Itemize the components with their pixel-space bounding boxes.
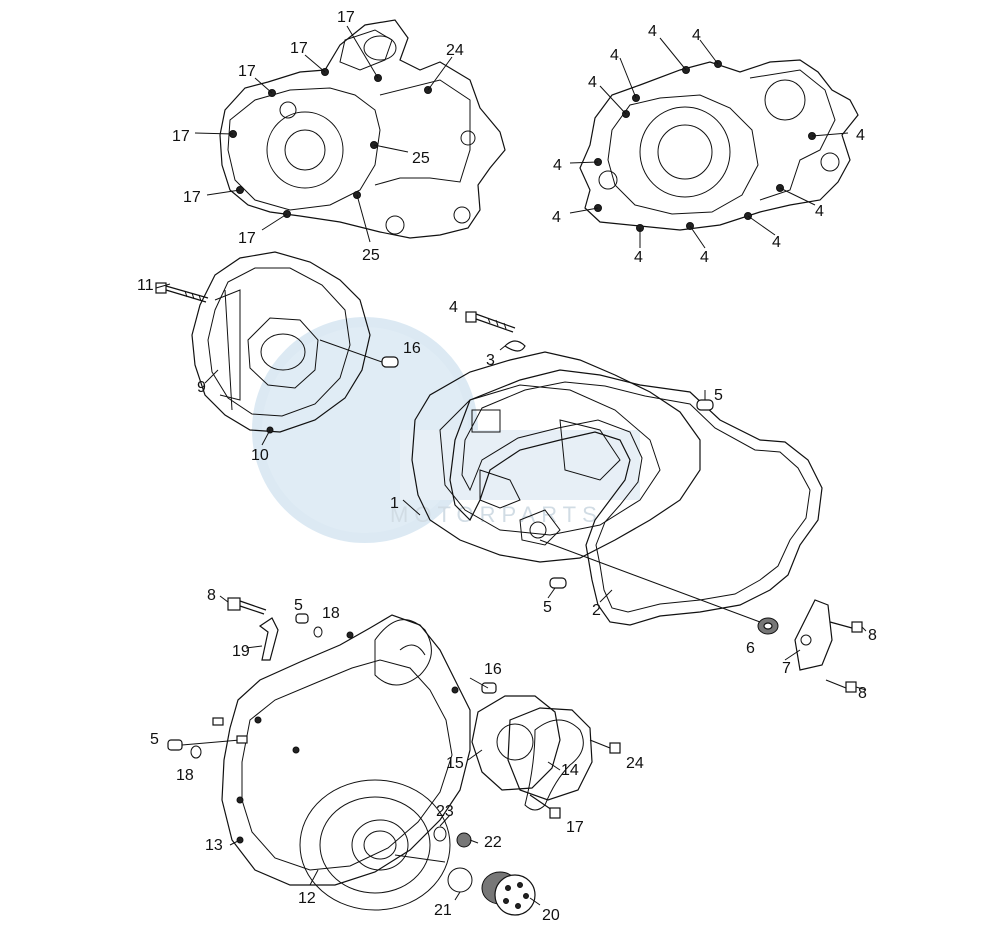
callout-17: 17 [337,9,355,26]
callout-8: 8 [868,627,877,644]
oring-18-b [190,745,202,759]
callout-13: 13 [205,837,223,854]
callout-4: 4 [553,157,562,174]
callout-4: 4 [815,203,824,220]
dowel-5-c [295,613,309,624]
bolt-11 [155,282,209,303]
callout-20: 20 [542,907,560,924]
pump-cover-14 [507,707,593,811]
callout-labels: 17 17 17 17 17 17 24 25 25 4 4 4 4 4 4 4… [137,9,877,924]
bolt-4 [465,311,516,333]
callout-8: 8 [858,685,867,702]
callout-4: 4 [610,47,619,64]
callout-17: 17 [566,819,584,836]
callout-9: 9 [197,379,206,396]
callout-11: 11 [137,277,154,294]
callout-5: 5 [150,731,159,748]
callout-24: 24 [446,42,464,59]
callout-4: 4 [648,23,657,40]
plate-7 [794,599,833,671]
callout-18: 18 [176,767,194,784]
callout-12: 12 [298,890,316,907]
callout-4: 4 [449,299,458,316]
bolt-holes [594,60,816,232]
callout-8: 8 [207,587,216,604]
callout-4: 4 [692,27,701,44]
generator-cover [221,614,471,911]
callout-17: 17 [238,230,256,247]
callout-19: 19 [232,643,250,660]
crankcase-center [411,351,701,563]
dowel-16-lower [481,682,497,694]
plug-22 [456,832,472,848]
dowel-16-upper [319,339,399,368]
bolt-8-b [825,679,857,693]
callout-17: 17 [183,189,201,206]
bolt-holes [229,68,432,218]
callout-14: 14 [561,762,579,779]
bolt-17-lower [529,794,561,819]
callout-16: 16 [484,661,502,678]
callout-4: 4 [588,74,597,91]
gasket-2 [449,369,823,626]
callout-25: 25 [412,150,430,167]
oil-seal-6 [539,539,779,635]
callout-10: 10 [251,447,269,464]
callout-24: 24 [626,755,644,772]
callout-3: 3 [486,352,495,369]
callout-21: 21 [434,902,452,919]
oring-18-a [313,626,323,638]
pump-gasket-15 [471,695,561,791]
oring-23 [433,826,447,842]
callout-25: 25 [362,247,380,264]
bolt-8-c [227,597,267,615]
crankcase-right-half [569,37,859,249]
watermark: MOTORPARTS [252,317,640,543]
dowel-5-b [549,577,567,589]
callout-4: 4 [634,249,643,266]
clutch-cover [191,251,371,446]
bolt-8-a [829,621,863,633]
callout-16: 16 [403,340,421,357]
cap-20 [481,871,536,916]
clip-3 [504,340,526,352]
callout-15: 15 [446,755,464,772]
callout-18: 18 [322,605,340,622]
callout-17: 17 [290,40,308,57]
callout-2: 2 [592,602,601,619]
callout-4: 4 [700,249,709,266]
callout-7: 7 [782,660,791,677]
bolt-24-lower [589,739,621,754]
crankcase-left-half [194,19,506,243]
dowel-5-a [696,399,714,411]
callout-22: 22 [484,834,502,851]
callout-23: 23 [436,803,454,820]
dowel-5-d [167,739,183,751]
callout-4: 4 [772,234,781,251]
callout-5: 5 [714,387,723,404]
cover-bolt-holes [236,631,459,844]
callout-17: 17 [172,128,190,145]
callout-17: 17 [238,63,256,80]
oring-21 [447,867,473,893]
bracket-19 [258,617,279,661]
callout-4: 4 [552,209,561,226]
callout-1: 1 [390,495,399,512]
callout-4: 4 [856,127,865,144]
callout-6: 6 [746,640,755,657]
watermark-text: MOTORPARTS [390,502,603,527]
callout-5: 5 [543,599,552,616]
callout-5: 5 [294,597,303,614]
